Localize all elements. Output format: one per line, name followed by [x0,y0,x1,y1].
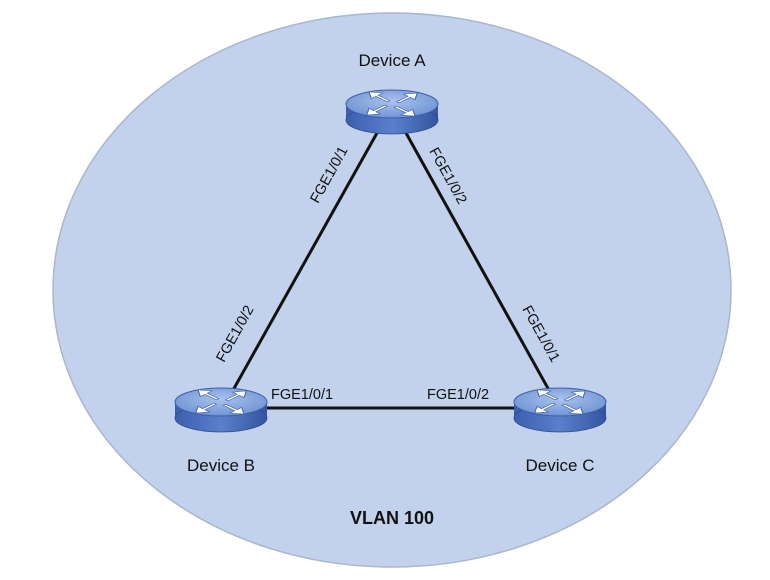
port-label-c-b: FGE1/0/2 [427,387,489,403]
device-c-label: Device C [526,456,595,475]
vlan-label: VLAN 100 [350,508,434,528]
switch-icon [345,89,439,135]
links [230,132,552,410]
device-a[interactable]: Device A [345,51,439,135]
switch-icon [174,387,268,433]
device-b[interactable]: Device B [174,387,268,475]
device-b-label: Device B [187,456,255,475]
switch-icon [513,387,607,433]
port-label-b-c: FGE1/0/1 [271,387,333,403]
link-a-c [404,132,552,393]
link-a-b [230,132,379,393]
device-c[interactable]: Device C [513,387,607,475]
device-a-label: Device A [358,51,426,70]
